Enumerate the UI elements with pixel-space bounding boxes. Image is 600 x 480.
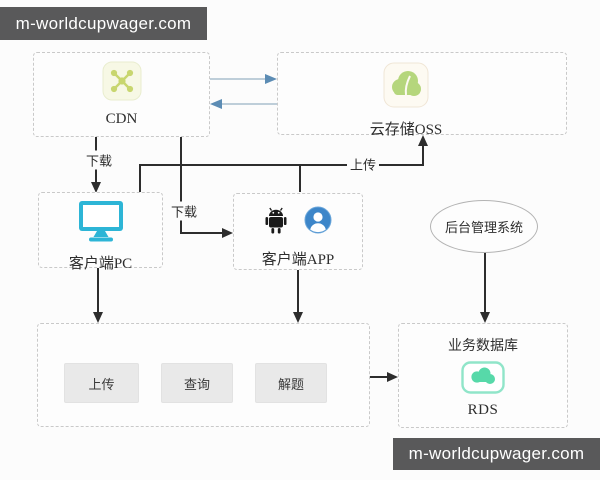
watermark-bottom: m-worldcupwager.com [393,438,600,470]
solve-button[interactable]: 解题 [255,363,327,403]
node-database: 业务数据库 RDS [398,323,568,428]
edge-clients-to-oss [139,146,424,192]
arrowhead-blue-left [210,99,222,109]
edge-cdn-to-app [180,137,222,234]
node-oss: 云存储OSS [277,52,567,138]
cdn-label: CDN [105,111,138,127]
cloud-oss-icon [383,62,429,113]
node-actions: 上传 查询 解题 [37,323,370,427]
arrowhead-down-pc [91,182,101,193]
oss-label: 云存储OSS [369,122,443,138]
android-icon [264,207,288,239]
user-icon [304,206,332,239]
admin-label: 后台管理系统 [444,220,523,235]
arrowhead-right-app [222,228,233,238]
node-app: 客户端APP [233,193,363,270]
arrowhead-down-db [480,312,490,323]
arrowhead-blue-right [265,74,277,84]
node-pc: 客户端PC [38,192,163,272]
edge-label-download-app: 下载 [167,201,201,221]
arrowhead-right-db [387,372,398,382]
arrowhead-down-actions-left [93,312,103,323]
edge-label-download-pc: 下载 [82,150,116,170]
arrowhead-down-actions-right [293,312,303,323]
rds-label: RDS [467,402,499,418]
watermark-top: m-worldcupwager.com [0,7,207,40]
query-button[interactable]: 查询 [161,363,233,403]
app-label: 客户端APP [261,252,335,268]
node-cdn: CDN [33,52,210,137]
edge-label-upload-oss: 上传 [346,154,380,174]
rds-icon [461,361,505,399]
pc-label: 客户端PC [68,256,133,272]
node-admin-system: 后台管理系统 [430,200,538,253]
db-title: 业务数据库 [448,339,518,354]
arrowhead-up-oss [418,135,428,146]
upload-button[interactable]: 上传 [64,363,139,403]
monitor-icon [77,200,125,247]
cdn-node-icon [102,61,142,106]
